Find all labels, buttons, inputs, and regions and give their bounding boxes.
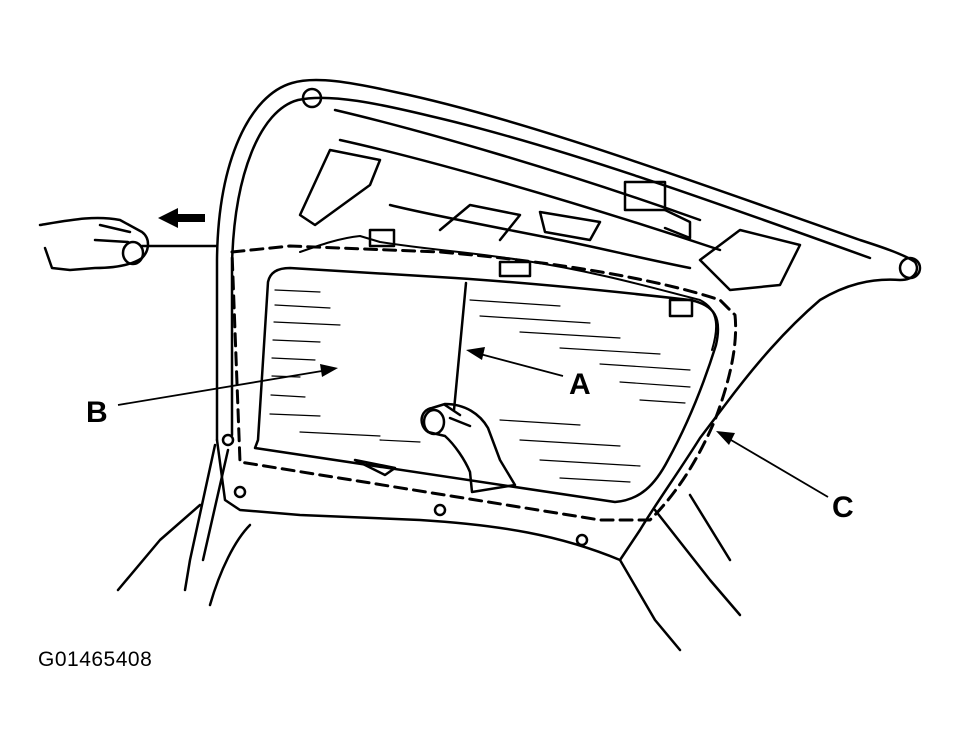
inner-contour xyxy=(388,203,692,270)
inner-contour-3 xyxy=(538,210,602,242)
lower-hand-finger-1 xyxy=(443,403,462,417)
strut-left-2 xyxy=(201,448,230,562)
rear-window xyxy=(253,266,720,504)
leader-c-arrowhead xyxy=(716,431,735,445)
harness-connector-1 xyxy=(368,228,396,248)
upper-recess-right xyxy=(698,228,802,292)
lower-hand-knuckle xyxy=(422,408,446,436)
trim-panel-dashed xyxy=(230,244,738,522)
leader-b xyxy=(117,370,323,406)
leader-a-arrowhead xyxy=(466,347,485,360)
upper-recess-left xyxy=(298,148,382,227)
lower-garnish xyxy=(353,458,397,477)
tailgate-outer-panel xyxy=(215,78,919,562)
clip-2 xyxy=(433,503,447,517)
wire-harness xyxy=(299,235,718,351)
body-opening-left xyxy=(116,503,202,592)
tailgate-inner-rim xyxy=(230,96,872,437)
leader-a xyxy=(479,353,564,377)
bracket-box xyxy=(623,180,667,212)
upper-hand xyxy=(38,216,150,272)
inner-ridge-1 xyxy=(333,108,702,222)
strut-left xyxy=(183,443,217,592)
inner-contour-2 xyxy=(438,203,522,242)
lower-hand-finger-2 xyxy=(448,416,472,428)
pull-direction-arrow xyxy=(158,208,205,228)
body-opening-right-2 xyxy=(653,508,742,617)
body-opening-right xyxy=(618,558,682,652)
upper-hand-finger-1 xyxy=(98,223,132,234)
harness-connector-3 xyxy=(668,298,694,318)
tailgate-lower-edge xyxy=(215,438,622,562)
callout-c: C xyxy=(832,491,854,524)
hinge-right xyxy=(898,256,922,280)
clip-3 xyxy=(575,533,589,547)
upper-hand-finger-2 xyxy=(93,238,130,244)
lower-hand xyxy=(420,402,517,494)
body-opening-curve xyxy=(208,523,252,607)
bracket-box-side xyxy=(663,208,692,240)
callout-a: A xyxy=(569,368,591,401)
upper-hand-knuckle xyxy=(121,240,145,266)
callout-b: B xyxy=(86,396,108,429)
inner-ridge-2 xyxy=(338,138,722,252)
trim-tool-rod xyxy=(452,281,468,412)
clip-4 xyxy=(221,433,235,447)
hinge-left xyxy=(301,87,323,109)
body-opening-right-3 xyxy=(688,493,732,562)
window-glass-hatching xyxy=(269,289,691,483)
figure-id: G01465408 xyxy=(38,648,153,671)
harness-connector-2 xyxy=(498,260,532,278)
leader-b-arrowhead xyxy=(320,364,338,377)
clip-1 xyxy=(233,485,247,499)
leader-c xyxy=(730,439,829,498)
